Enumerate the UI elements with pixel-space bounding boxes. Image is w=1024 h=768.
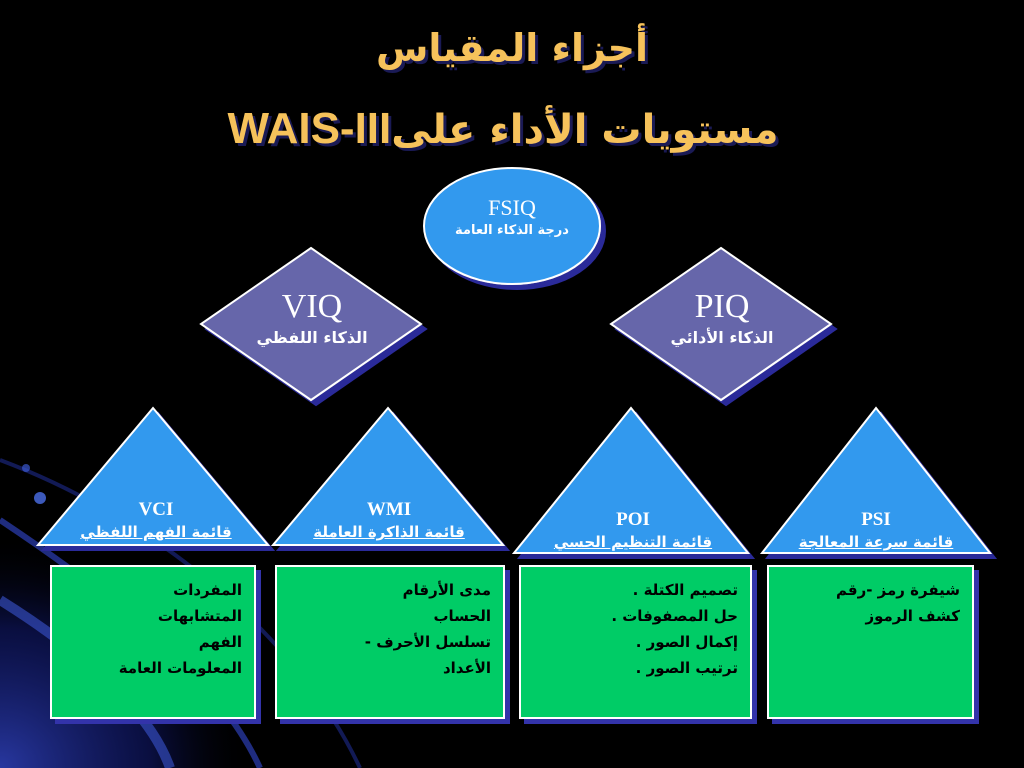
wmi-code: WMI xyxy=(366,499,412,520)
fsiq-ellipse xyxy=(423,167,601,285)
viq-node: VIQ الذكاء اللفظي xyxy=(202,288,422,347)
wmi-triangle xyxy=(270,406,506,546)
psi-node: PSI قائمة سرعة المعالجة xyxy=(766,509,986,551)
wmi-node: WMI قائمة الذاكرة العاملة xyxy=(279,499,499,541)
psi-subtests-box: شيفرة رمز -رقم كشف الرموز xyxy=(767,565,974,719)
viq-code: VIQ xyxy=(281,288,343,325)
list-item: إكمال الصور . xyxy=(635,633,738,651)
psi-code: PSI xyxy=(861,509,891,530)
fsiq-label: درجة الذكاء العامة xyxy=(455,223,569,238)
viq-label: الذكاء اللفظي xyxy=(256,328,368,347)
piq-code: PIQ xyxy=(694,288,750,325)
poi-code: POI xyxy=(616,509,650,530)
vci-label: قائمة الفهم اللفظي xyxy=(80,523,232,541)
list-item: المتشابهات xyxy=(157,607,242,625)
poi-subtests-box: تصميم الكتلة . حل المصفوفات . إكمال الصو… xyxy=(519,565,752,719)
wmi-subtests-box: مدى الأرقام الحساب تسلسل الأحرف - الأعدا… xyxy=(275,565,505,719)
list-item: تسلسل الأحرف - xyxy=(364,633,491,651)
piq-diamond xyxy=(609,246,833,402)
list-item: الأعداد xyxy=(442,659,491,677)
psi-triangle xyxy=(759,406,993,554)
subtitle-scale-name: WAIS-III xyxy=(227,104,392,153)
vci-subtests-box: المفردات المتشابهات الفهم المعلومات العا… xyxy=(50,565,256,719)
list-item: تصميم الكتلة . xyxy=(632,581,738,599)
poi-node: POI قائمة التنظيم الحسي xyxy=(523,509,743,551)
fsiq-node: FSIQ درجة الذكاء العامة xyxy=(412,195,612,238)
poi-label: قائمة التنظيم الحسي xyxy=(553,533,713,551)
list-item: كشف الرموز xyxy=(865,607,960,625)
page-title: أجزاء المقياس xyxy=(375,26,649,70)
vci-code: VCI xyxy=(138,499,174,520)
subtitle-arabic: مستويات الأداء على xyxy=(391,107,779,153)
vci-triangle xyxy=(35,406,271,546)
vci-node: VCI قائمة الفهم اللفظي xyxy=(46,499,266,541)
list-item: الفهم xyxy=(198,633,242,651)
page-subtitle: WAIS-IIIمستويات الأداء على xyxy=(0,104,1024,154)
psi-label: قائمة سرعة المعالجة xyxy=(798,533,954,551)
piq-node: PIQ الذكاء الأدائي xyxy=(612,288,832,347)
poi-triangle xyxy=(511,406,751,554)
wmi-label: قائمة الذاكرة العاملة xyxy=(313,523,465,541)
list-item: المعلومات العامة xyxy=(118,659,242,677)
piq-label: الذكاء الأدائي xyxy=(670,328,774,347)
viq-diamond xyxy=(199,246,423,402)
list-item: شيفرة رمز -رقم xyxy=(836,581,960,599)
list-item: ترتيب الصور . xyxy=(635,659,738,677)
list-item: المفردات xyxy=(173,581,242,599)
list-item: حل المصفوفات . xyxy=(611,607,738,625)
list-item: الحساب xyxy=(433,607,491,625)
fsiq-code: FSIQ xyxy=(488,195,536,220)
list-item: مدى الأرقام xyxy=(402,581,491,599)
